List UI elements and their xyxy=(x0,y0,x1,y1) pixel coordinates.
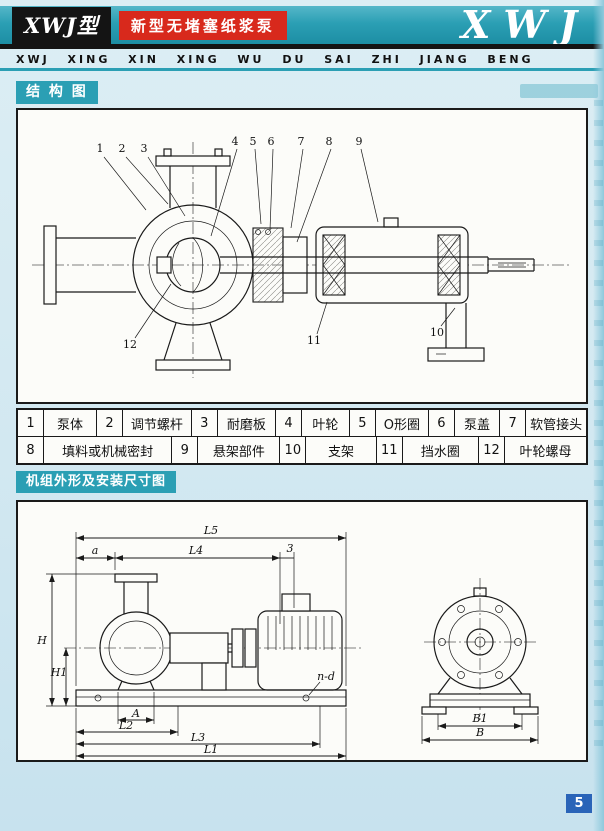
part-callout-leaders xyxy=(103,148,456,339)
dim-n-d: n-d xyxy=(317,670,335,683)
dim-a: a xyxy=(92,544,99,557)
part-no: 9 xyxy=(172,437,199,463)
dim-L1: L1 xyxy=(203,743,218,756)
callout-8: 8 xyxy=(326,135,333,148)
dim-L2: L2 xyxy=(118,719,133,732)
showthrough-text-column xyxy=(594,100,603,760)
part-no: 11 xyxy=(377,437,403,463)
callout-10: 10 xyxy=(430,326,444,339)
part-name: 叶轮螺母 xyxy=(519,444,572,460)
parts-table-row-2: 8 填料或机械密封 9 悬架部件 10 支架 11 挡水圈 12 叶轮螺母 xyxy=(18,436,586,463)
callout-7: 7 xyxy=(298,135,305,148)
part-no: 2 xyxy=(97,410,124,436)
dim-L5: L5 xyxy=(203,524,218,537)
header-black-rule xyxy=(0,44,604,49)
parts-table-row-1: 1 泵体 2 调节螺杆 3 耐磨板 4 叶轮 5 O形圈 6 泵盖 7 软管接头 xyxy=(18,410,586,436)
part-name: 泵体 xyxy=(44,410,98,436)
callout-5: 5 xyxy=(250,135,257,148)
section-title-dimensions: 机组外形及安装尺寸图 xyxy=(16,471,177,493)
dim-H: H xyxy=(36,634,47,647)
part-no: 8 xyxy=(18,437,44,463)
dimension-lines xyxy=(46,532,539,760)
callout-6: 6 xyxy=(268,135,275,148)
section-title-structure: 结 构 图 xyxy=(16,81,98,104)
callout-2: 2 xyxy=(119,142,126,155)
part-name: 泵盖 xyxy=(455,410,501,436)
dimension-labels: L5 a L4 3 H H1 A L2 L3 L1 n-d B1 B xyxy=(36,524,487,756)
callout-1: 1 xyxy=(97,142,104,155)
part-no: 5 xyxy=(350,410,376,436)
part-no: 3 xyxy=(192,410,218,436)
pump-unit-end-view xyxy=(421,578,539,720)
brand-xwj-large: XWJ xyxy=(460,2,590,47)
showthrough-badge xyxy=(520,84,598,98)
page-number: 5 xyxy=(566,794,592,813)
part-no: 10 xyxy=(280,437,307,463)
part-name: 软管接头 xyxy=(530,417,583,433)
part-no: 6 xyxy=(429,410,455,436)
dim-B1: B1 xyxy=(471,712,487,725)
structure-diagram-frame: 1 2 3 4 5 6 7 8 9 10 11 12 xyxy=(16,108,588,404)
part-name: 悬架部件 xyxy=(198,437,281,463)
part-name: 支架 xyxy=(306,437,377,463)
callout-9: 9 xyxy=(356,135,363,148)
dim-3: 3 xyxy=(287,542,294,555)
header-teal-rule xyxy=(0,68,604,71)
part-no: 1 xyxy=(18,410,44,436)
dim-L3: L3 xyxy=(190,731,205,744)
pump-cross-section xyxy=(32,142,572,378)
dim-B: B xyxy=(475,726,484,739)
pinyin-subtitle: XWJ XING XIN XING WU DU SAI ZHI JIANG BE… xyxy=(16,52,534,66)
part-name: 调节螺杆 xyxy=(123,410,192,436)
part-name: O形圈 xyxy=(376,410,429,436)
dim-A: A xyxy=(131,707,140,720)
part-name: 挡水圈 xyxy=(403,437,479,463)
pump-unit-side-view xyxy=(64,573,364,707)
dim-L4: L4 xyxy=(188,544,203,557)
callout-11: 11 xyxy=(307,334,321,347)
callout-12: 12 xyxy=(123,338,137,351)
callout-4: 4 xyxy=(232,135,239,148)
dim-H1: H1 xyxy=(50,666,68,679)
header: XWJ型 新型无堵塞纸浆泵 XWJ xyxy=(0,6,604,44)
parts-table: 1 泵体 2 调节螺杆 3 耐磨板 4 叶轮 5 O形圈 6 泵盖 7 软管接头… xyxy=(16,408,588,465)
brand-xwj-type-box: XWJ型 xyxy=(12,6,111,44)
part-name: 耐磨板 xyxy=(218,410,276,436)
callout-3: 3 xyxy=(141,142,148,155)
part-no: 12 xyxy=(479,437,505,463)
part-no: 7 xyxy=(500,410,527,436)
brand-product-name-box: 新型无堵塞纸浆泵 xyxy=(118,10,287,40)
page-edge-strip xyxy=(593,0,604,831)
part-name: 填料或机械密封 xyxy=(44,437,173,463)
part-callout-numbers: 1 2 3 4 5 6 7 8 9 10 11 12 xyxy=(97,135,445,351)
part-no: 4 xyxy=(276,410,302,436)
structure-diagram: 1 2 3 4 5 6 7 8 9 10 11 12 xyxy=(32,135,572,378)
dimension-diagram: L5 a L4 3 H H1 A L2 L3 L1 n-d B1 B xyxy=(36,524,539,760)
dimension-diagram-frame: L5 a L4 3 H H1 A L2 L3 L1 n-d B1 B xyxy=(16,500,588,762)
part-name: 叶轮 xyxy=(302,410,350,436)
